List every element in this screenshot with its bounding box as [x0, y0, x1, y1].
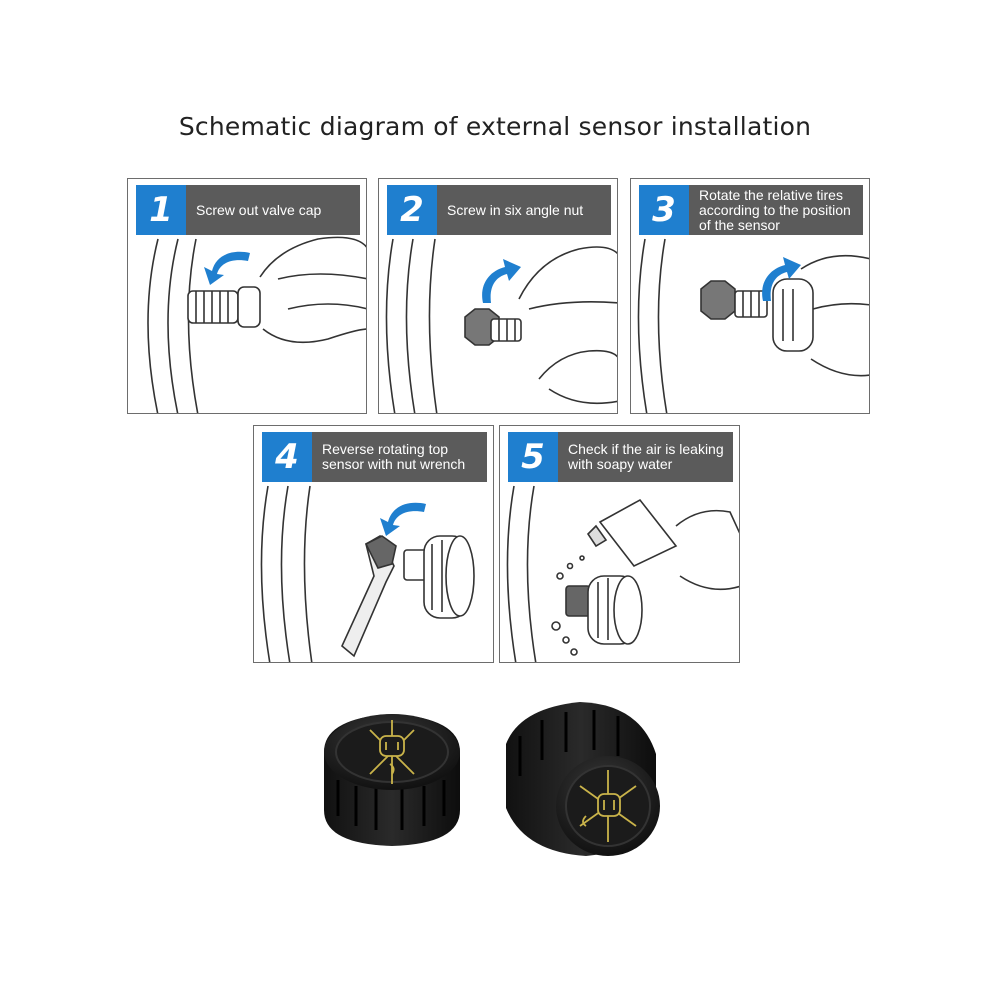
step-3-panel: 3 Rotate the relative tires according to…	[630, 178, 870, 414]
step-2-panel: 2 Screw in six angle nut	[378, 178, 618, 414]
curved-arrow-icon	[762, 257, 801, 301]
step-4-banner: 4 Reverse rotating top sensor with nut w…	[262, 432, 487, 482]
step-1-panel: 1 Screw out valve cap	[127, 178, 367, 414]
step-1-text: Screw out valve cap	[196, 201, 322, 218]
step-3-number: 3	[639, 185, 689, 235]
step-1-number: 1	[136, 185, 186, 235]
step-2-text: Screw in six angle nut	[447, 201, 584, 218]
step-5-number: 5	[508, 432, 558, 482]
step-1-banner: 1 Screw out valve cap	[136, 185, 360, 235]
step-5-text: Check if the air is leaking with soapy w…	[568, 441, 724, 472]
step-1-illustration	[147, 236, 366, 413]
step-5-panel: 5 Check if the air is leaking with soapy…	[499, 425, 740, 663]
curved-arrow-icon	[380, 502, 426, 536]
page-title: Schematic diagram of external sensor ins…	[178, 112, 812, 141]
tire-pressure-icon	[579, 770, 637, 842]
step-4-illustration	[260, 485, 475, 662]
sensor-product-photo	[324, 702, 660, 856]
sensor-left	[324, 714, 460, 846]
step-3-banner: 3 Rotate the relative tires according to…	[639, 185, 863, 235]
sensor-right	[506, 702, 660, 856]
step-4-number: 4	[262, 432, 312, 482]
step-3-illustration	[637, 238, 869, 413]
step-2-banner: 2 Screw in six angle nut	[387, 185, 611, 235]
step-2-illustration	[385, 238, 617, 413]
curved-arrow-icon	[204, 251, 250, 285]
step-5-banner: 5 Check if the air is leaking with soapy…	[508, 432, 733, 482]
step-3-text: Rotate the relative tires according to t…	[699, 186, 851, 233]
curved-arrow-icon	[482, 259, 521, 303]
step-5-illustration	[506, 485, 739, 662]
step-4-panel: 4 Reverse rotating top sensor with nut w…	[253, 425, 494, 663]
step-2-number: 2	[387, 185, 437, 235]
tire-pressure-icon	[369, 720, 415, 784]
step-4-text: Reverse rotating top sensor with nut wre…	[322, 441, 466, 472]
